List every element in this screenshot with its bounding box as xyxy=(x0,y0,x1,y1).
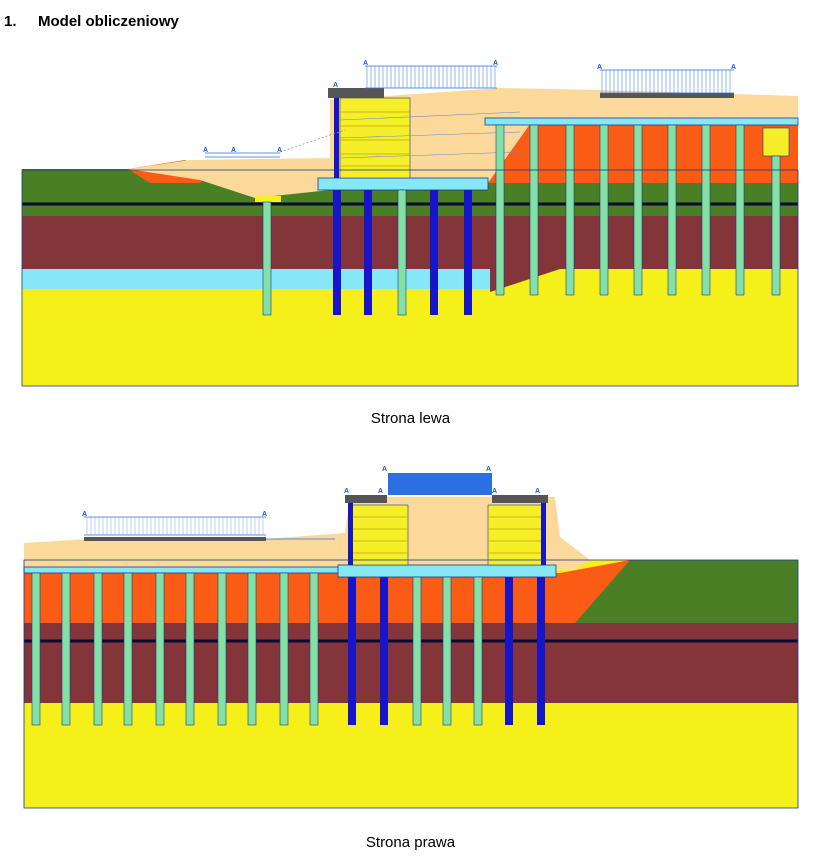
load-marker: A xyxy=(231,147,236,154)
pile xyxy=(185,572,195,726)
embankment-fill xyxy=(24,497,590,570)
load-marker: A xyxy=(493,60,498,67)
abutment-wall xyxy=(334,95,339,178)
load-plate xyxy=(84,537,266,541)
load-marker: A xyxy=(82,511,87,518)
pile xyxy=(93,572,103,726)
load-marker: A xyxy=(492,488,497,495)
load-plate xyxy=(328,88,384,98)
pile xyxy=(565,124,575,296)
pile xyxy=(771,155,781,296)
load-plate xyxy=(492,495,548,503)
pile xyxy=(701,124,711,296)
green-layer xyxy=(24,560,798,623)
load-marker: A xyxy=(262,511,267,518)
load-marker: A xyxy=(344,488,349,495)
pile-blue xyxy=(364,190,372,315)
load-block xyxy=(388,473,492,495)
pile-cap xyxy=(337,564,557,578)
orange-layer xyxy=(488,124,798,183)
pile-blue xyxy=(430,190,438,315)
bridge-deck xyxy=(23,566,345,574)
load-marker: A xyxy=(363,60,368,67)
section-title: Model obliczeniowy xyxy=(38,13,179,30)
crib-wall xyxy=(487,504,545,566)
pile xyxy=(279,572,289,726)
load-marker: A xyxy=(535,488,540,495)
pile xyxy=(599,124,609,296)
pile xyxy=(442,576,452,726)
figure-caption-left: Strona lewa xyxy=(370,410,451,427)
load-marker: A xyxy=(333,82,338,89)
pile-blue xyxy=(333,190,341,315)
pile xyxy=(495,124,505,296)
embankment-fill xyxy=(128,158,330,198)
pile xyxy=(529,124,539,296)
cyan-layer xyxy=(22,269,490,289)
diagram-left-side: A A A A A A A A xyxy=(21,60,799,387)
load-marker: A xyxy=(597,64,602,71)
section-number: 1. xyxy=(4,13,17,30)
pile xyxy=(633,124,643,296)
load-marker: A xyxy=(378,488,383,495)
embankment-fill-main xyxy=(318,88,798,190)
figure-caption-right: Strona prawa xyxy=(365,834,456,851)
pile xyxy=(473,576,483,726)
pile xyxy=(123,572,133,726)
pile xyxy=(735,124,745,296)
load-marker: A xyxy=(203,147,208,154)
crib-small xyxy=(762,127,790,157)
section-heading: 1. Model obliczeniowy xyxy=(4,13,179,30)
pile-blue xyxy=(348,577,356,725)
load-marker: A xyxy=(382,466,387,473)
load-marker: A xyxy=(277,147,282,154)
diagram-frame xyxy=(21,169,799,387)
load-plate xyxy=(600,93,734,98)
pile-blue xyxy=(505,577,513,725)
pile xyxy=(412,576,422,726)
pile-blue xyxy=(537,577,545,725)
pile xyxy=(247,572,257,726)
pile xyxy=(31,572,41,726)
load-marker: A xyxy=(731,64,736,71)
pile xyxy=(667,124,677,296)
crib-wall xyxy=(351,504,409,566)
pile xyxy=(309,572,319,726)
crib-small-left xyxy=(255,196,281,202)
pile-blue xyxy=(464,190,472,315)
abutment-wall xyxy=(348,503,353,565)
dashed-guide xyxy=(279,129,346,153)
load-plate xyxy=(345,495,387,503)
pile-blue xyxy=(380,577,388,725)
bridge-deck xyxy=(484,117,799,126)
pile xyxy=(262,201,272,316)
pile xyxy=(155,572,165,726)
clay-layer xyxy=(24,623,798,703)
diagram-frame xyxy=(23,559,799,809)
pile xyxy=(61,572,71,726)
pile xyxy=(397,189,407,316)
abutment-wall xyxy=(541,503,546,565)
pile xyxy=(217,572,227,726)
load-marker: A xyxy=(486,466,491,473)
diagram-right-side: A A A A A A A A xyxy=(23,466,799,809)
pile-cap xyxy=(317,177,489,191)
